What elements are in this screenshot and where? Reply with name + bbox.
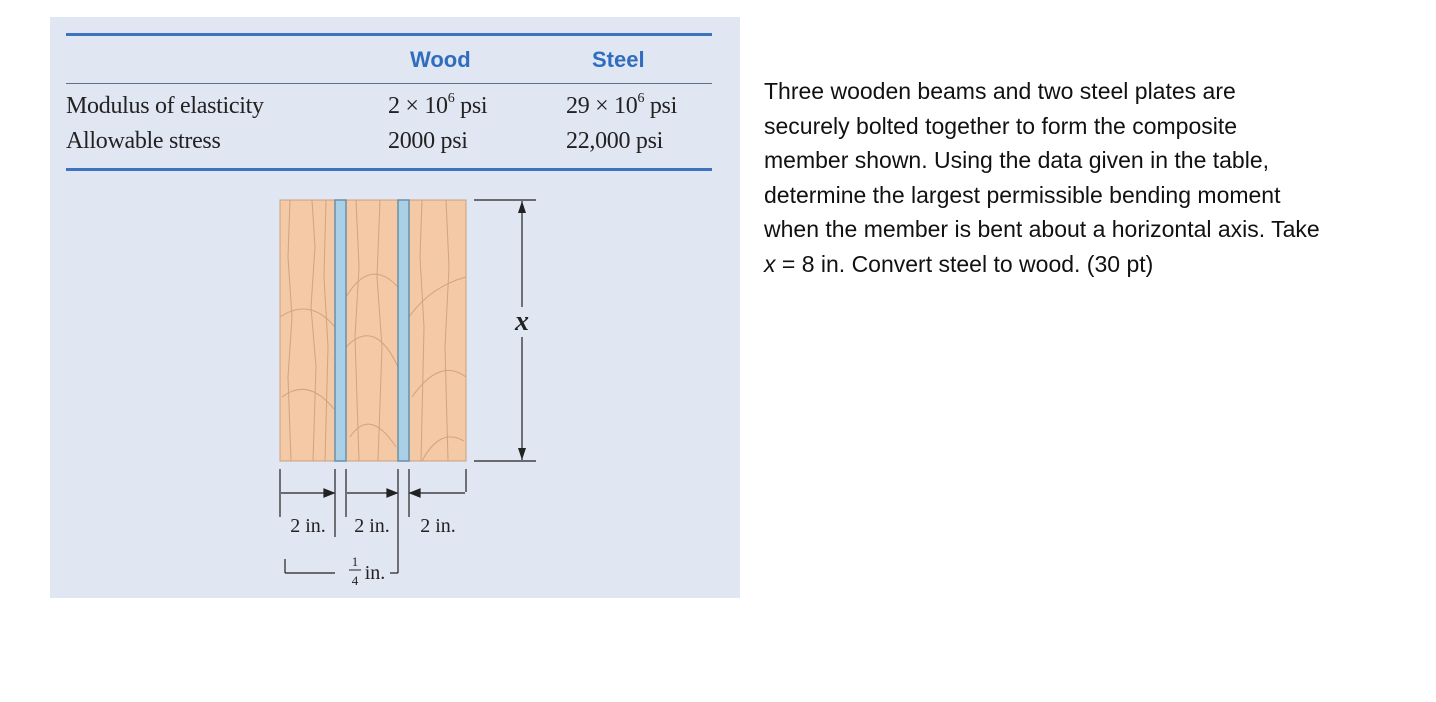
- plate-fraction-numerator: 1: [352, 554, 359, 569]
- dim-wood-3: 2 in.: [420, 515, 456, 537]
- height-arrow-top: [518, 201, 526, 213]
- figure-panel: Wood Steel Modulus of elasticity Allowab…: [50, 17, 740, 598]
- dim-wood-2: 2 in.: [354, 515, 390, 537]
- dim-wood-1: 2 in.: [290, 515, 326, 537]
- header-steel: Steel: [592, 47, 645, 72]
- steel-plate-1: [334, 199, 347, 462]
- wood-grain-1: [280, 200, 335, 461]
- steel-plate-2: [397, 199, 410, 462]
- wood-grain-3: [409, 200, 466, 461]
- steel-allowable-stress: 22,000 psi: [566, 128, 664, 154]
- problem-variable: x: [764, 250, 776, 277]
- beam-cross-section-figure: x 2 in. 2 in. 2 in. 1 4 in.: [279, 199, 536, 588]
- row-label-modulus: Modulus of elasticity: [66, 93, 264, 119]
- wood-modulus: 2 × 106 psi: [388, 91, 488, 119]
- wood-allowable-stress: 2000 psi: [388, 128, 468, 154]
- table-top-rule: [66, 33, 712, 36]
- height-arrow-bottom: [518, 448, 526, 460]
- wood-grain-2: [346, 200, 398, 461]
- width-dimensions: [279, 469, 467, 574]
- height-label: x: [514, 306, 529, 337]
- table-bottom-rule: [66, 168, 712, 171]
- plate-fraction-denominator: 4: [352, 573, 359, 588]
- table-header-rule: [66, 83, 712, 84]
- problem-statement: Three wooden beams and two steel plates …: [764, 74, 1324, 281]
- problem-text-after: = 8 in. Convert steel to wood. (30 pt): [775, 250, 1154, 277]
- header-wood: Wood: [410, 47, 471, 72]
- row-label-stress: Allowable stress: [66, 128, 221, 154]
- wood-beam-2: [345, 199, 399, 462]
- steel-modulus: 29 × 106 psi: [566, 91, 677, 119]
- wood-beam-3: [408, 199, 467, 462]
- plate-thickness-unit: in.: [365, 562, 386, 584]
- problem-text-before: Three wooden beams and two steel plates …: [764, 78, 1320, 242]
